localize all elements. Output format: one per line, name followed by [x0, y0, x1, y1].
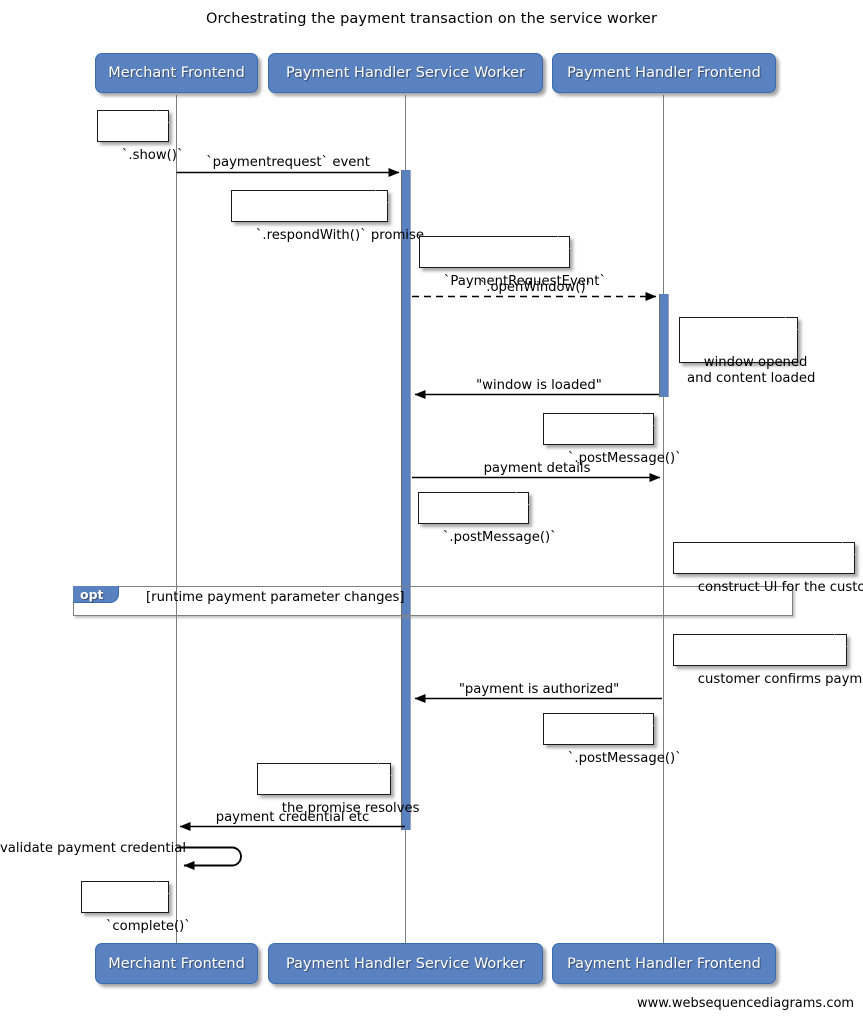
- note-fold-icon: [515, 492, 529, 506]
- participant-label: Merchant Frontend: [108, 65, 245, 81]
- participant-top-merchant[interactable]: Merchant Frontend: [95, 53, 258, 93]
- participant-top-payment-handler-frontend[interactable]: Payment Handler Frontend: [552, 53, 776, 93]
- participant-bottom-service-worker[interactable]: Payment Handler Service Worker: [268, 943, 543, 984]
- note-postmessage-3: `.postMessage()`: [543, 713, 682, 766]
- footer-watermark: www.websequencediagrams.com: [637, 996, 855, 1011]
- lifeline-payment-handler-frontend: [663, 95, 664, 943]
- note-fold-icon: [155, 881, 169, 895]
- note-text: `.postMessage()`: [442, 530, 557, 545]
- note-fold-icon: [833, 634, 847, 648]
- note-the-promise-resolves: the promise resolves: [257, 763, 420, 816]
- note-postmessage-1: `.postMessage()`: [543, 413, 682, 466]
- participant-label: Payment Handler Frontend: [567, 65, 761, 81]
- note-text: window opened and content loaded: [687, 355, 816, 386]
- note-customer-confirms-payment: customer confirms payment: [673, 634, 863, 687]
- fragment-operator-label: opt: [80, 586, 104, 602]
- participant-top-service-worker[interactable]: Payment Handler Service Worker: [268, 53, 543, 93]
- note-text: `.respondWith()` promise: [255, 228, 424, 243]
- note-text: customer confirms payment: [697, 672, 863, 687]
- fragment-opt-condition: [runtime payment parameter changes]: [146, 590, 405, 605]
- note-respondwith-promise: `.respondWith()` promise: [231, 190, 424, 243]
- note-text: `.show()`: [121, 148, 184, 163]
- note-fold-icon: [377, 763, 391, 777]
- activation-service-worker: [401, 170, 411, 830]
- note-text: `PaymentRequestEvent`: [443, 274, 607, 289]
- note-paymentrequestevent: `PaymentRequestEvent`: [419, 236, 606, 289]
- lifeline-merchant: [176, 95, 177, 943]
- note-fold-icon: [374, 190, 388, 204]
- note-fold-icon: [841, 542, 855, 556]
- arrow-validate-payment-credential: [177, 846, 242, 870]
- message-label-payment-is-authorized: "payment is authorized": [458, 682, 620, 697]
- participant-label: Payment Handler Service Worker: [285, 65, 526, 81]
- message-label-window-is-loaded: "window is loaded": [476, 378, 602, 393]
- note-text: `.postMessage()`: [567, 451, 682, 466]
- note-fold-icon: [640, 413, 654, 427]
- note-window-opened-and-content-loaded: window opened and content loaded: [679, 317, 815, 386]
- message-label-payment-details: payment details: [483, 461, 591, 476]
- note-complete: `complete()`: [81, 881, 191, 934]
- note-text: `complete()`: [105, 919, 191, 934]
- note-fold-icon: [784, 317, 798, 331]
- note-text: construct UI for the customer: [697, 580, 863, 595]
- participant-bottom-payment-handler-frontend[interactable]: Payment Handler Frontend: [552, 943, 776, 984]
- message-label-validate-payment-credential: validate payment credential: [0, 841, 186, 856]
- participant-label: Payment Handler Service Worker: [285, 955, 526, 972]
- note-show: `.show()`: [97, 110, 184, 163]
- diagram-title: Orchestrating the payment transaction on…: [205, 11, 658, 27]
- note-postmessage-2: `.postMessage()`: [418, 492, 557, 545]
- activation-payment-handler-frontend: [659, 294, 669, 397]
- participant-label: Merchant Frontend: [108, 955, 245, 972]
- message-label-payment-credential-etc: payment credential etc: [215, 810, 370, 825]
- participant-label: Payment Handler Frontend: [567, 955, 761, 972]
- participant-bottom-merchant[interactable]: Merchant Frontend: [95, 943, 258, 984]
- note-text: `.postMessage()`: [567, 751, 682, 766]
- note-fold-icon: [556, 236, 570, 250]
- note-fold-icon: [155, 110, 169, 124]
- note-text: the promise resolves: [281, 801, 420, 816]
- note-construct-ui-for-the-customer: construct UI for the customer: [673, 542, 863, 595]
- message-label-paymentrequest-event: `paymentrequest` event: [206, 155, 370, 170]
- fragment-opt-tab: opt: [73, 586, 119, 603]
- note-fold-icon: [640, 713, 654, 727]
- message-label-openwindow: `.openWindow()`: [412, 280, 660, 295]
